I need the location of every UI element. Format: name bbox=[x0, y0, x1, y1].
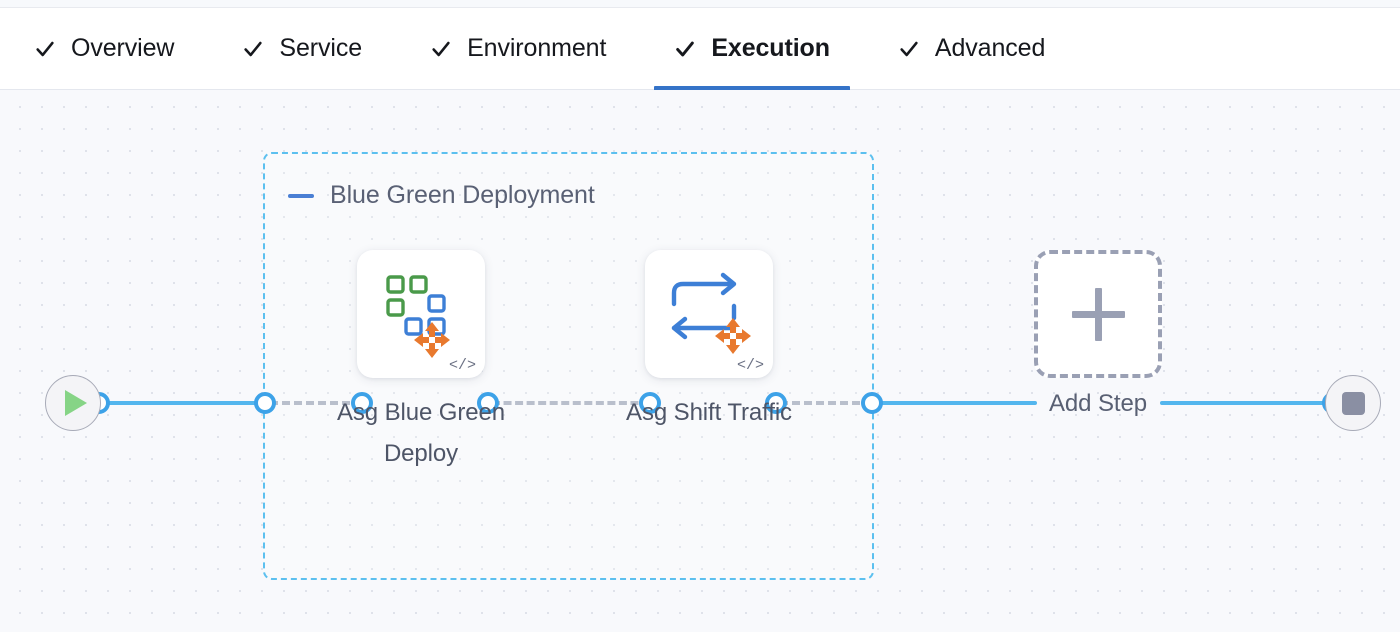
tab-service[interactable]: Service bbox=[208, 7, 396, 90]
asg-shift-traffic-icon bbox=[645, 250, 773, 378]
edge-start-to-group bbox=[102, 401, 267, 405]
tab-label: Advanced bbox=[934, 34, 1046, 62]
step-group-blue-green-deployment[interactable]: Blue Green Deployment bbox=[263, 152, 874, 580]
tab-execution[interactable]: Execution bbox=[640, 7, 864, 91]
connector-dot-group-in[interactable] bbox=[254, 392, 276, 414]
tab-advanced[interactable]: Advanced bbox=[864, 7, 1079, 90]
pipeline-tab-bar: Overview Service Environment Execution bbox=[0, 7, 1400, 91]
step-label: Asg Shift Traffic bbox=[626, 399, 792, 426]
active-tab-underline bbox=[654, 86, 850, 91]
code-icon: </> bbox=[448, 357, 476, 374]
edge-step1-to-step2 bbox=[492, 401, 650, 405]
add-step-label: Add Step bbox=[1049, 390, 1147, 417]
step-label: Asg Blue Green Deploy bbox=[336, 399, 506, 468]
connector-dot-step2-in[interactable] bbox=[639, 392, 661, 414]
add-step-box[interactable] bbox=[1034, 250, 1162, 378]
stop-icon bbox=[1341, 391, 1365, 415]
add-step-node[interactable]: Add Step bbox=[1034, 250, 1162, 417]
group-title: Blue Green Deployment bbox=[330, 181, 595, 209]
edge-group-to-add-step bbox=[872, 401, 1037, 405]
move-arrows-icon bbox=[414, 322, 450, 358]
plus-icon-vertical bbox=[1095, 288, 1102, 341]
minus-icon[interactable] bbox=[288, 193, 314, 198]
top-strip bbox=[0, 0, 1400, 7]
check-icon bbox=[900, 41, 918, 56]
edge-group-in-to-step1 bbox=[270, 401, 362, 405]
connector-dot-step2-out[interactable] bbox=[765, 392, 787, 414]
tab-environment[interactable]: Environment bbox=[396, 7, 640, 90]
pipeline-canvas[interactable]: Blue Green Deployment bbox=[0, 90, 1400, 632]
tab-label: Environment bbox=[467, 34, 607, 62]
connector-dot-step1-in[interactable] bbox=[351, 392, 373, 414]
connector-dot-step1-out[interactable] bbox=[477, 392, 499, 414]
play-icon bbox=[64, 390, 87, 416]
asg-blue-green-deploy-icon bbox=[357, 250, 485, 378]
tab-overview[interactable]: Overview bbox=[0, 7, 208, 90]
check-icon bbox=[432, 41, 450, 56]
pipeline-start-node[interactable] bbox=[45, 375, 101, 431]
step-node-asg-shift-traffic[interactable]: </> Asg Shift Traffic bbox=[626, 250, 792, 426]
code-icon: </> bbox=[736, 357, 764, 374]
group-header: Blue Green Deployment bbox=[288, 181, 595, 210]
step-card[interactable]: </> bbox=[357, 250, 485, 378]
step-node-asg-blue-green-deploy[interactable]: </> Asg Blue Green Deploy bbox=[337, 250, 505, 467]
connector-dot-group-out[interactable] bbox=[861, 392, 883, 414]
edge-step2-to-group-out bbox=[780, 401, 872, 405]
tab-label: Service bbox=[279, 34, 363, 62]
check-icon bbox=[244, 41, 263, 56]
step-card[interactable]: </> bbox=[645, 250, 773, 378]
tab-label: Overview bbox=[71, 34, 175, 62]
move-arrows-icon bbox=[715, 318, 751, 354]
tab-label: Execution bbox=[711, 34, 830, 62]
check-icon bbox=[36, 41, 54, 56]
pipeline-end-node[interactable] bbox=[1325, 375, 1381, 431]
edge-add-step-to-end bbox=[1160, 401, 1325, 405]
check-icon bbox=[676, 41, 695, 56]
